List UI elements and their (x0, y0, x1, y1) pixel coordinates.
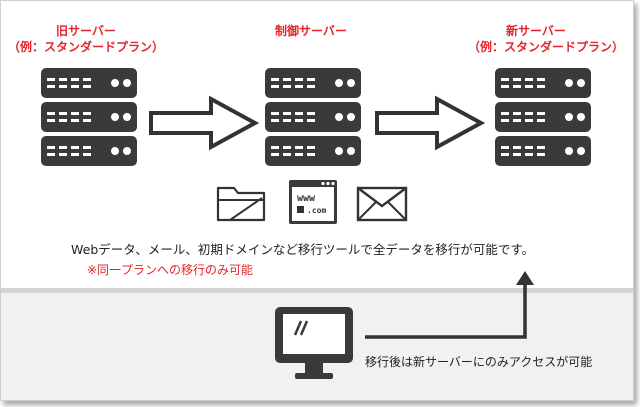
section-divider (1, 288, 633, 293)
new-server-example: （例：スタンダードプラン） (467, 40, 624, 54)
www-browser-icon: www .com (289, 180, 337, 224)
new-server-icon (495, 68, 591, 166)
monitor-icon (275, 307, 353, 379)
old-server-label: 旧サーバー (41, 23, 131, 39)
arrow-right-icon-2 (375, 95, 486, 151)
com-text: .com (307, 206, 326, 215)
old-server-icon (41, 68, 137, 166)
access-description: 移行後は新サーバーにのみアクセスが可能 (365, 355, 593, 369)
arrow-right-icon (149, 95, 260, 151)
migration-note: ※同一プランへの移行のみ可能 (87, 263, 254, 277)
diagram-frame: 旧サーバー （例：スタンダードプラン） 制御サーバー 新サーバー （例：スタンダ… (0, 0, 634, 401)
migration-description: Webデータ、メール、初期ドメインなど移行ツールで全データを移行が可能です。 (71, 242, 535, 257)
control-server-label: 制御サーバー (275, 24, 347, 38)
old-server-example: （例：スタンダードプラン） (7, 40, 164, 54)
control-server-icon (265, 68, 361, 166)
folder-icon (216, 186, 266, 222)
new-server-title: 新サーバー (506, 24, 566, 38)
www-text: www (297, 193, 316, 204)
mail-icon (356, 186, 408, 222)
access-arrow-icon (365, 271, 534, 339)
old-server-title: 旧サーバー (56, 24, 116, 38)
